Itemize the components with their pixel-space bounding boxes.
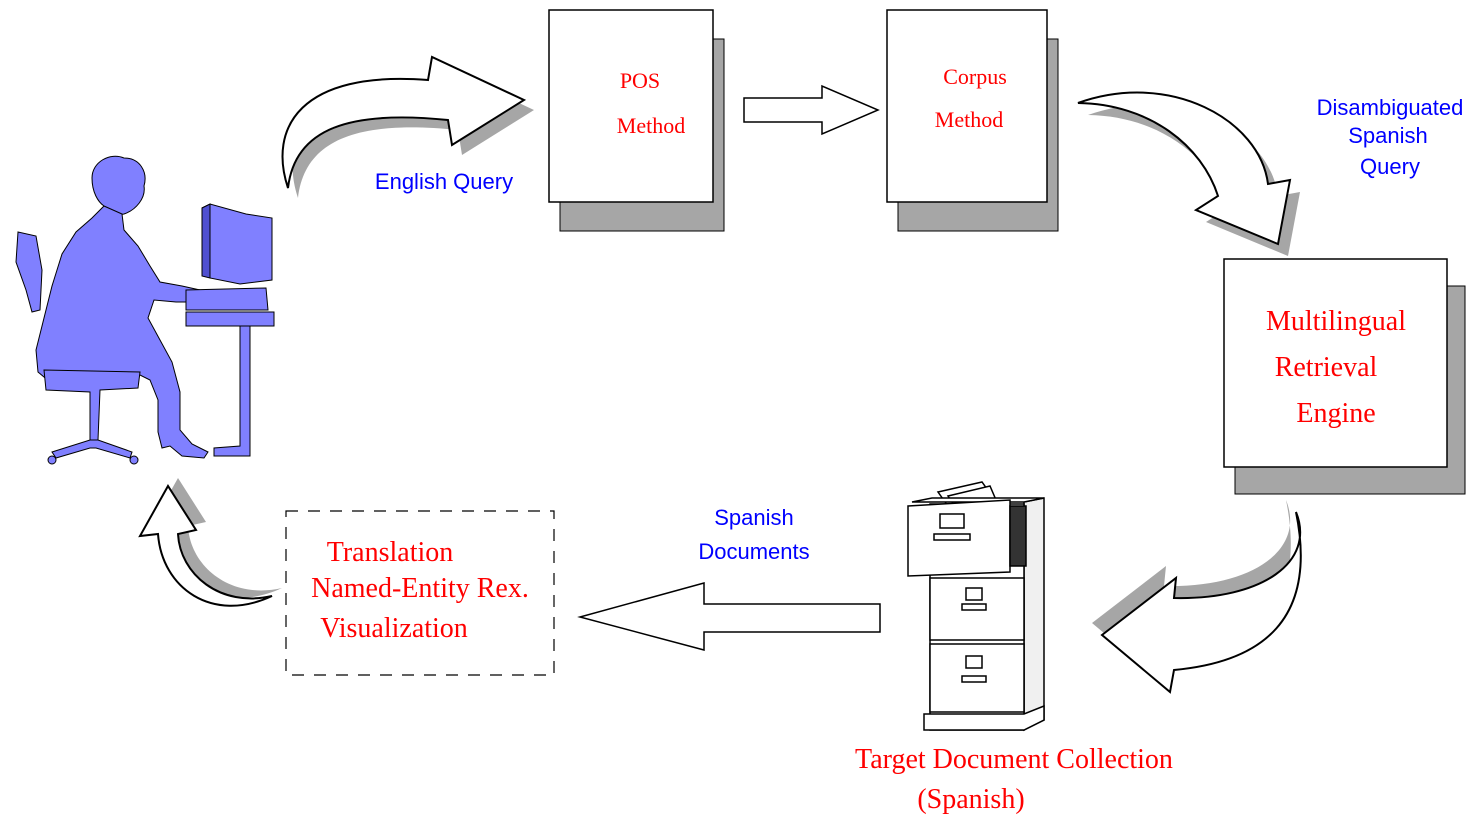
arrow-cabinet-to-processing (577, 582, 881, 651)
spanish-documents-line-1: Spanish (714, 505, 794, 530)
arrow-processing-to-user (138, 478, 282, 607)
filing-cabinet-icon (907, 481, 1045, 732)
post-processing-line-1: Translation (327, 537, 454, 568)
corpus-method-line-2: Method (935, 107, 1003, 132)
retrieval-engine-line-2: Retrieval (1275, 352, 1378, 383)
disambiguated-query-line-2: Spanish (1348, 123, 1428, 148)
corpus-method-box: Corpus Method (886, 9, 1059, 232)
collection-label-line-2: (Spanish) (917, 784, 1024, 815)
pos-method-line-1: POS (620, 68, 660, 93)
english-query-label: English Query (375, 169, 513, 194)
spanish-documents-line-2: Documents (698, 539, 809, 564)
arrow-engine-to-cabinet (1092, 500, 1302, 694)
user-at-computer-icon (15, 155, 275, 465)
post-processing-box: Translation Named-Entity Rex. Visualizat… (285, 510, 555, 676)
post-processing-line-2: Named-Entity Rex. (311, 573, 529, 604)
arrow-user-to-pos (281, 55, 534, 198)
collection-label-line-1: Target Document Collection (855, 744, 1173, 775)
disambiguated-query-line-3: Query (1360, 154, 1420, 179)
post-processing-line-3: Visualization (320, 613, 468, 644)
disambiguated-query-line-1: Disambiguated (1317, 95, 1464, 120)
retrieval-engine-box: Multilingual Retrieval Engine (1223, 258, 1466, 495)
corpus-method-line-1: Corpus (943, 64, 1007, 89)
retrieval-engine-line-1: Multilingual (1266, 306, 1406, 337)
pos-method-line-2: Method (617, 113, 685, 138)
retrieval-engine-line-3: Engine (1296, 398, 1375, 429)
arrow-corpus-to-engine (1077, 91, 1300, 256)
pos-method-box: POS Method (548, 9, 725, 232)
arrow-pos-to-corpus (743, 84, 880, 136)
